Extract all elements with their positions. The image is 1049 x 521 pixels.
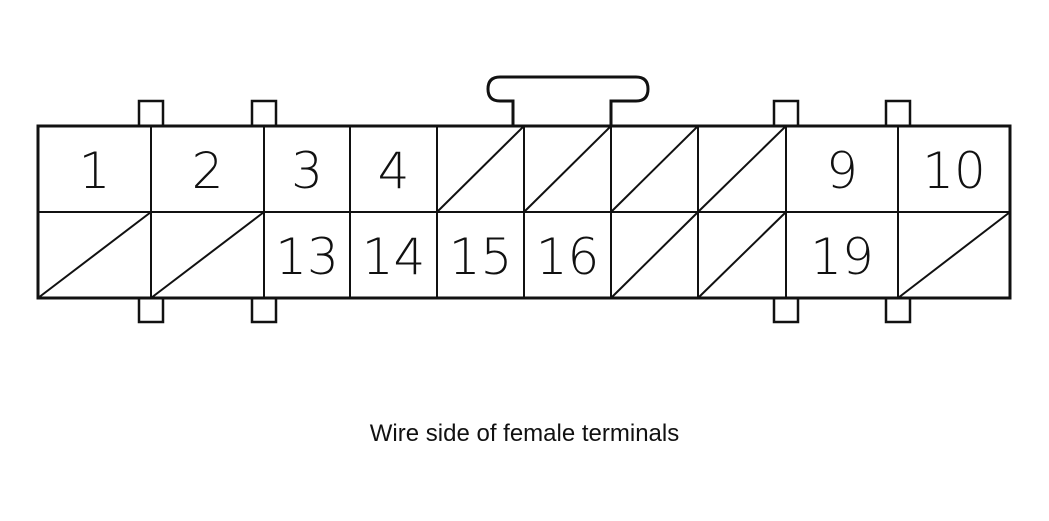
terminal-cell: 14 bbox=[349, 211, 438, 299]
terminal-number: 15 bbox=[449, 228, 513, 286]
connector-outline bbox=[36, 124, 1012, 300]
unused-terminal-slash bbox=[897, 211, 1011, 299]
empty-terminal-cell bbox=[697, 125, 787, 213]
bottom-guide-tab bbox=[137, 296, 165, 324]
terminal-cell: 13 bbox=[263, 211, 351, 299]
connector-lock-tab bbox=[486, 75, 650, 126]
terminal-cell: 10 bbox=[897, 125, 1011, 213]
terminal-number: 16 bbox=[536, 228, 600, 286]
empty-terminal-cell bbox=[610, 125, 699, 213]
unused-terminal-slash bbox=[37, 211, 152, 299]
empty-terminal-cell bbox=[610, 211, 699, 299]
terminal-number: 2 bbox=[192, 142, 224, 200]
unused-terminal-slash bbox=[150, 211, 265, 299]
unused-terminal-slash bbox=[610, 125, 699, 213]
terminal-number: 19 bbox=[810, 228, 874, 286]
empty-terminal-cell bbox=[697, 211, 787, 299]
terminal-cell: 1 bbox=[37, 125, 152, 213]
top-guide-tab bbox=[250, 99, 278, 128]
empty-terminal-cell bbox=[150, 211, 265, 299]
terminal-cell: 16 bbox=[523, 211, 612, 299]
top-guide-tab bbox=[137, 99, 165, 128]
terminal-number: 14 bbox=[362, 228, 426, 286]
terminal-cell: 3 bbox=[263, 125, 351, 213]
terminal-cell: 15 bbox=[436, 211, 525, 299]
empty-terminal-cell bbox=[523, 125, 612, 213]
terminal-number: 10 bbox=[922, 142, 986, 200]
diagram-caption: Wire side of female terminals bbox=[369, 420, 680, 447]
bottom-guide-tab bbox=[884, 296, 912, 324]
bottom-guide-tab bbox=[772, 296, 800, 324]
terminal-cell: 19 bbox=[785, 211, 899, 299]
empty-terminal-cell bbox=[37, 211, 152, 299]
terminal-cell: 2 bbox=[150, 125, 265, 213]
terminal-number: 1 bbox=[79, 142, 111, 200]
terminal-number: 13 bbox=[275, 228, 339, 286]
terminal-cell: 9 bbox=[785, 125, 899, 213]
bottom-guide-tab bbox=[250, 296, 278, 324]
terminal-number: 9 bbox=[826, 142, 858, 200]
empty-terminal-cell bbox=[436, 125, 525, 213]
unused-terminal-slash bbox=[436, 125, 525, 213]
terminal-cell: 4 bbox=[349, 125, 438, 213]
empty-terminal-cell bbox=[897, 211, 1011, 299]
top-guide-tab bbox=[772, 99, 800, 128]
terminal-number: 4 bbox=[378, 142, 410, 200]
unused-terminal-slash bbox=[610, 211, 699, 299]
terminal-number: 3 bbox=[291, 142, 323, 200]
unused-terminal-slash bbox=[697, 125, 787, 213]
unused-terminal-slash bbox=[697, 211, 787, 299]
unused-terminal-slash bbox=[523, 125, 612, 213]
top-guide-tab bbox=[884, 99, 912, 128]
